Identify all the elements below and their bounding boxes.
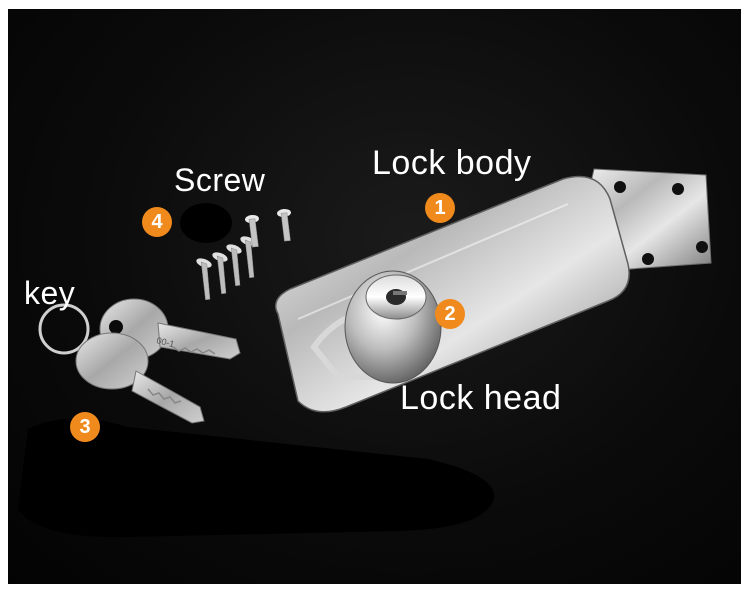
key-engraving: 00-1 xyxy=(156,335,176,349)
screw-hole xyxy=(696,241,708,253)
screw-hole xyxy=(614,181,626,193)
screw-hole xyxy=(642,253,654,265)
key xyxy=(75,332,205,424)
badge-4: 4 xyxy=(142,207,172,237)
label-screw: Screw xyxy=(174,162,266,198)
screws xyxy=(196,208,291,301)
key-ring xyxy=(38,303,90,355)
badge-2: 2 xyxy=(435,299,465,329)
product-photo: 00-1 Lock body Screw key Lock head 1 2 3… xyxy=(8,9,741,584)
label-key: key xyxy=(24,275,76,311)
label-lock-body: Lock body xyxy=(372,144,532,182)
keys: 00-1 xyxy=(38,298,241,424)
hasp-lock-illustration: 00-1 xyxy=(18,168,712,538)
label-lock-head: Lock head xyxy=(400,379,562,417)
screw-hole xyxy=(672,183,684,195)
badge-1: 1 xyxy=(425,193,455,223)
badge-3: 3 xyxy=(70,412,100,442)
lock-head-cylinder xyxy=(344,270,442,384)
